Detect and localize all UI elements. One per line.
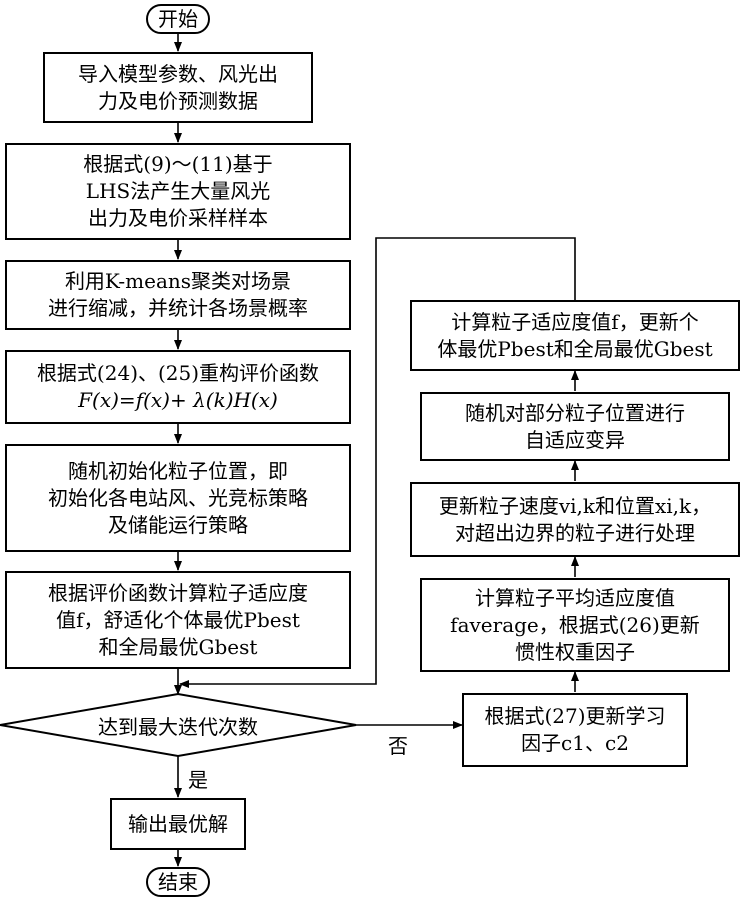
step-fitness-line-2: 值f，舒适化个体最优Pbest [56,607,300,632]
step-recompute-line-2: 体最优Pbest和全局最优Gbest [437,336,713,361]
step-rebuild-function: 根据式(24)、(25)重构评价函数 F(x)=f(x)+ λ(k)H(x) [5,350,351,424]
step-init-particles: 随机初始化粒子位置，即 初始化各电站风、光竞标策略 及储能运行策略 [5,444,351,552]
step-average-fitness: 计算粒子平均适应度值 faverage，根据式(26)更新 惯性权重因子 [420,578,730,672]
step-velocity-line-2: 对超出边界的粒子进行处理 [455,520,695,545]
step-lhs-sampling: 根据式(9)～(11)基于 LHS法产生大量风光 出力及电价采样样本 [5,143,351,240]
step-init-line-1: 随机初始化粒子位置，即 [68,458,288,483]
start-label: 开始 [158,6,198,31]
end-terminal: 结束 [146,867,210,897]
step-update-learning-factor: 根据式(27)更新学习 因子c1、c2 [462,693,688,767]
step-learning-line-2: 因子c1、c2 [521,731,629,755]
step-output-optimal: 输出最优解 [110,798,246,850]
step-kmeans-line-1: 利用K-means聚类对场景 [64,269,292,293]
yes-label: 是 [188,768,208,792]
step-import-line-1: 导入模型参数、风光出 [78,61,278,86]
step-lhs-line-1: 根据式(9)～(11)基于 [83,152,273,176]
step-init-line-2: 初始化各电站风、光竞标策略 [48,485,308,510]
step-mutate-line-2: 自适应变异 [525,427,625,452]
step-avg-line-2: faverage，根据式(26)更新 [450,612,700,637]
step-kmeans-line-2: 进行缩减，并统计各场景概率 [48,296,308,320]
step-fitness-line-1: 根据评价函数计算粒子适应度 [48,580,308,605]
step-import-line-2: 力及电价预测数据 [98,88,258,113]
step-update-velocity: 更新粒子速度vi,k和位置xi,k， 对超出边界的粒子进行处理 [410,482,740,557]
decision-diamond [0,692,357,758]
end-label: 结束 [158,869,198,894]
decision-label: 达到最大迭代次数 [98,714,258,739]
step-recompute-line-1: 计算粒子适应度值f，更新个 [451,309,699,334]
loop-back-arrow [179,237,576,688]
step-velocity-line-1: 更新粒子速度vi,k和位置xi,k， [438,493,712,518]
step-compute-fitness: 根据评价函数计算粒子适应度 值f，舒适化个体最优Pbest 和全局最优Gbest [5,571,351,669]
step-mutate-line-1: 随机对部分粒子位置进行 [465,400,685,425]
step-recompute-fitness: 计算粒子适应度值f，更新个 体最优Pbest和全局最优Gbest [410,300,740,371]
step-avg-line-1: 计算粒子平均适应度值 [475,585,675,610]
step-learning-line-1: 根据式(27)更新学习 [484,704,666,728]
start-terminal: 开始 [146,4,210,34]
step-init-line-3: 及储能运行策略 [108,512,248,537]
output-label: 输出最优解 [128,811,228,836]
step-kmeans: 利用K-means聚类对场景 进行缩减，并统计各场景概率 [5,260,351,330]
step-lhs-line-3: 出力及电价采样样本 [88,206,268,230]
step-fitness-line-3: 和全局最优Gbest [98,634,258,659]
no-label: 否 [388,734,408,758]
step-rebuild-line-1: 根据式(24)、(25)重构评价函数 [36,361,320,385]
step-lhs-line-2: LHS法产生大量风光 [85,179,271,203]
step-avg-line-3: 惯性权重因子 [515,639,635,664]
step-rebuild-line-2: F(x)=f(x)+ λ(k)H(x) [78,388,278,412]
step-adaptive-mutation: 随机对部分粒子位置进行 自适应变异 [420,392,730,461]
step-import-data: 导入模型参数、风光出 力及电价预测数据 [43,52,313,123]
